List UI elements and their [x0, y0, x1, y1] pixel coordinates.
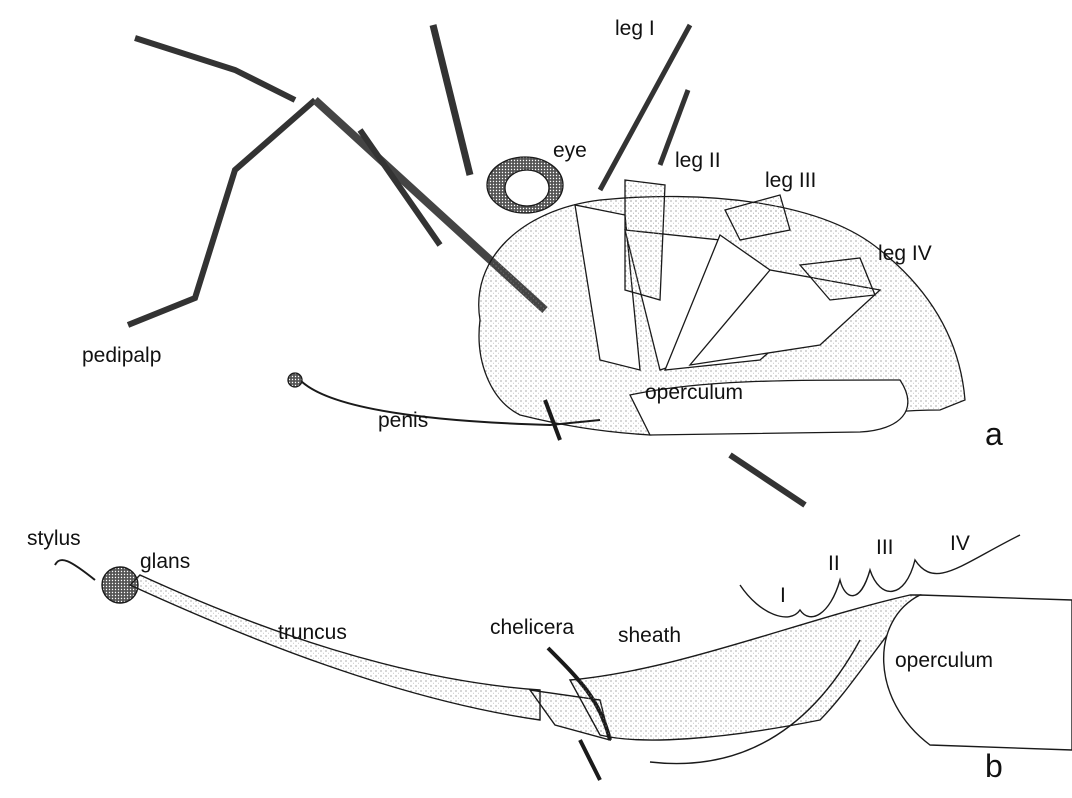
label-operculum-b: operculum [895, 649, 994, 672]
label-chelicera: chelicera [490, 616, 575, 639]
label-leg-2: leg II [675, 149, 721, 172]
label-sheath: sheath [618, 624, 682, 647]
label-penis: penis [378, 409, 429, 432]
label-eye: eye [553, 139, 587, 162]
panel-b-drawing [54, 534, 1072, 781]
label-leg-4: leg IV [878, 242, 932, 265]
panel-a-drawing [126, 23, 966, 508]
panel-label-b: b [985, 748, 1003, 784]
label-operculum-a: operculum [645, 381, 744, 404]
label-glans: glans [140, 550, 191, 573]
label-stylus: stylus [27, 527, 81, 550]
label-pedipalp: pedipalp [82, 344, 162, 367]
label-truncus: truncus [278, 621, 347, 644]
label-coxa-3: III [876, 536, 894, 559]
label-leg-1: leg I [615, 17, 655, 40]
label-coxa-1: I [780, 584, 786, 607]
panel-label-a: a [985, 416, 1003, 452]
label-coxa-4: IV [950, 532, 970, 555]
label-coxa-2: II [828, 552, 840, 575]
label-leg-3: leg III [765, 169, 817, 192]
